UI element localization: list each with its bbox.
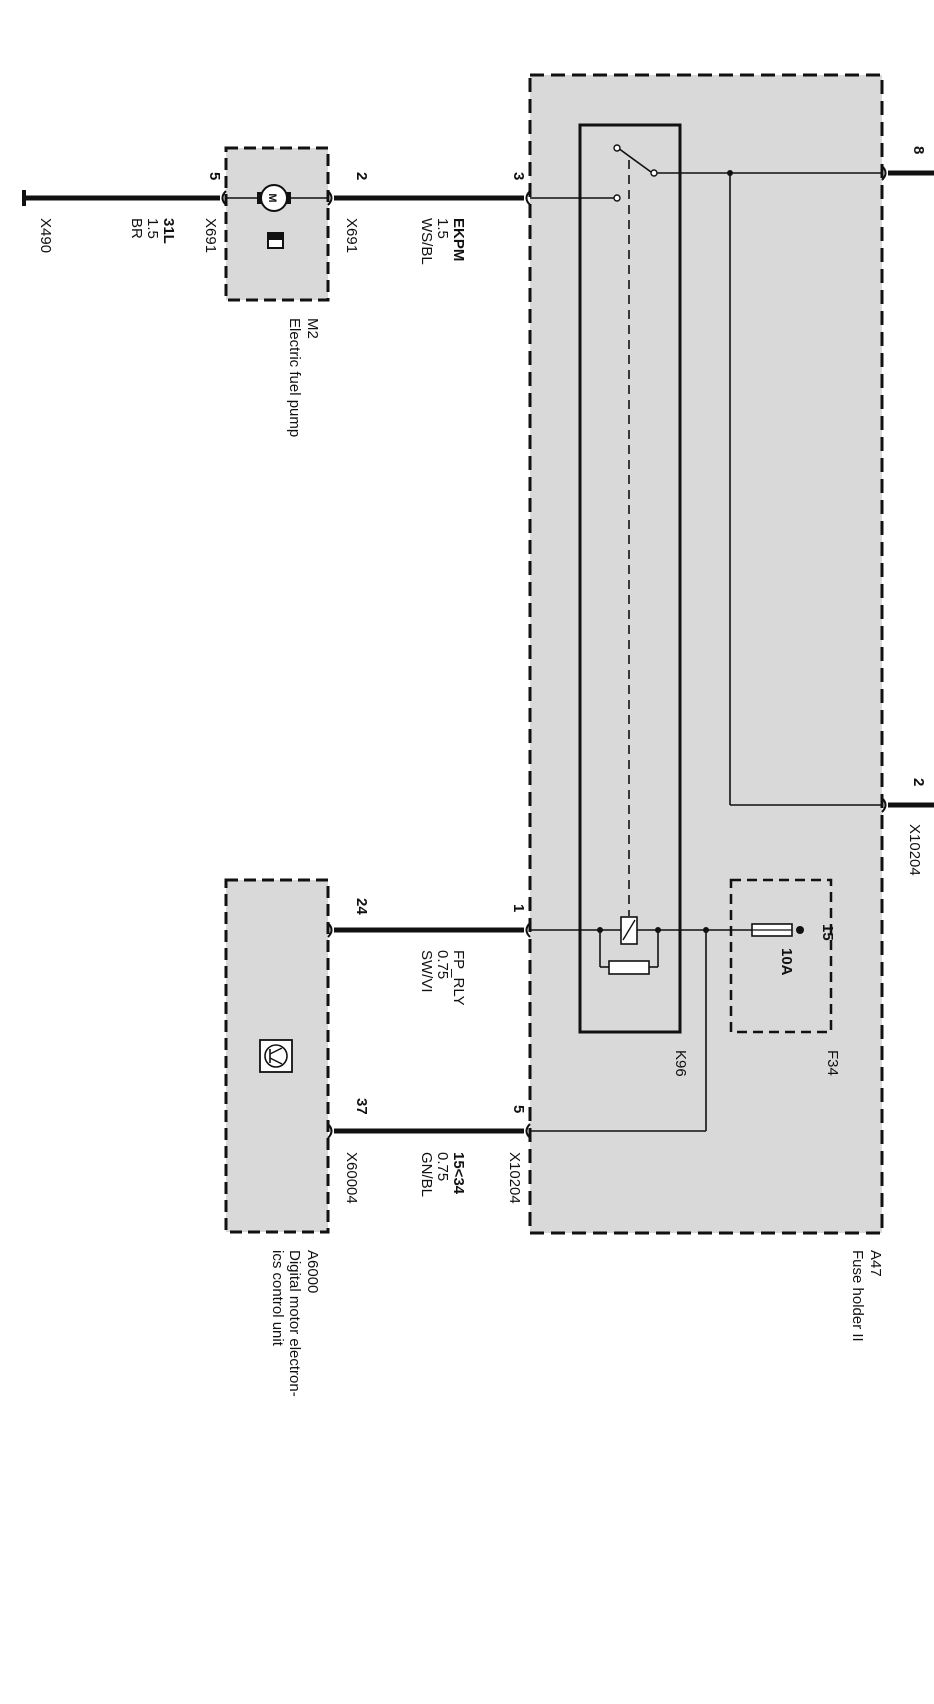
- fuse-holder-name: Fuse holder II: [849, 1250, 866, 1342]
- connector-x60004: X60004: [343, 1152, 360, 1204]
- a47-pin-2: 2: [910, 778, 927, 786]
- wire-fp-rly-signal: FP_RLY: [450, 950, 467, 1006]
- motor-brush-right: [286, 192, 291, 204]
- connector-x10204-bottom: X10204: [506, 1152, 523, 1204]
- wire-ekpm-gauge: 1.5: [434, 218, 451, 239]
- wire-ground-color: BR: [128, 218, 145, 239]
- motor-symbol-label: M: [266, 193, 278, 202]
- wire-fp-rly-gauge: 0.75: [434, 950, 451, 979]
- fuse-terminal-label: 15: [819, 924, 836, 941]
- connector-marks: [221, 165, 887, 1139]
- relay-contact-terminals: [613, 144, 658, 202]
- fuse-holder-id: A47: [867, 1250, 884, 1277]
- internal-wiring: [530, 147, 882, 1132]
- motor-brush-left: [257, 192, 262, 204]
- wire-fp-rly-color: SW/VI: [418, 950, 435, 993]
- fuse-rating-label: 10A: [778, 948, 795, 976]
- connector-x10204-top: X10204: [906, 824, 923, 876]
- pump-component-icon-fill: [268, 233, 283, 240]
- dme-id: A6000: [304, 1250, 321, 1293]
- wire-k15-color: GN/BL: [418, 1152, 435, 1197]
- dme-transistor-icon: [259, 1039, 293, 1073]
- fuel-pump-id: M2: [304, 318, 321, 339]
- relay-bypass-resistor: [608, 960, 650, 975]
- fuel-pump-name: Electric fuel pump: [286, 318, 303, 437]
- wire-k15-signal: 15<34: [450, 1152, 467, 1195]
- wire-ekpm-signal: EKPM: [450, 218, 467, 261]
- relay-k96-id: K96: [672, 1050, 689, 1077]
- relay-k96-outline: [578, 123, 682, 1034]
- dme-pin-37: 37: [353, 1098, 370, 1115]
- connector-x691-ground: X691: [202, 218, 219, 253]
- wire-ground-signal: 31L: [160, 218, 177, 244]
- fuel-pump-module-box: [224, 146, 330, 302]
- fuse-f34-box: [729, 878, 833, 1034]
- a47-pin-8: 8: [910, 146, 927, 154]
- m2-pin-2: 2: [353, 172, 370, 180]
- connector-x490: X490: [37, 218, 54, 253]
- wire-k15-gauge: 0.75: [434, 1152, 451, 1181]
- a47-pin-3: 3: [510, 172, 527, 180]
- wire-ground-gauge: 1.5: [144, 218, 161, 239]
- connector-x691-pump-in: X691: [343, 218, 360, 253]
- a47-pin-5: 5: [510, 1105, 527, 1113]
- junction-dots: [597, 170, 804, 934]
- dme-name-line2: ics control unit: [269, 1250, 286, 1347]
- dme-name-line1: Digital motor electron-: [286, 1250, 303, 1397]
- a47-pin-1: 1: [510, 904, 527, 912]
- wire-ekpm-color: WS/BL: [418, 218, 435, 265]
- fuse-f34-id: F34: [824, 1050, 841, 1076]
- dme-pin-24: 24: [353, 898, 370, 915]
- relay-coil-slash: [622, 919, 636, 941]
- m2-pin-5: 5: [206, 172, 223, 180]
